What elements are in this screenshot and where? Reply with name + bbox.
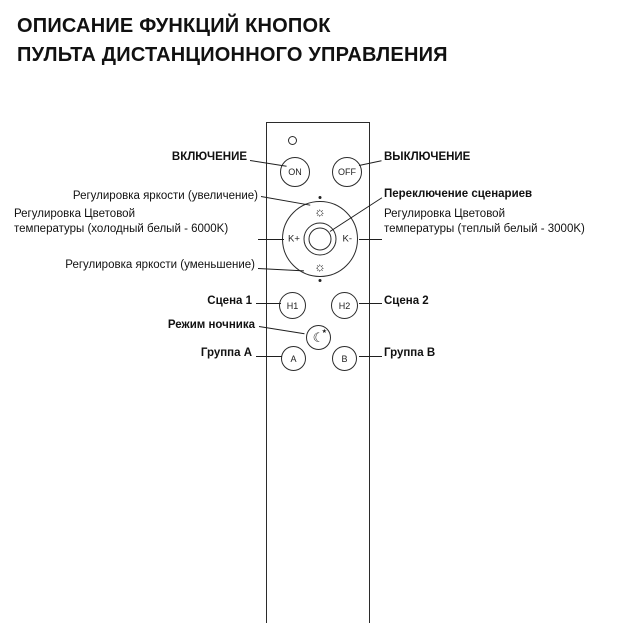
- label-cct-cold-line-1: Регулировка Цветовой: [14, 208, 135, 220]
- on-button-label: ON: [288, 167, 302, 177]
- pointer-line-scene-2: [359, 303, 382, 305]
- group-b-button-label: B: [341, 353, 348, 364]
- label-brightness-down: Регулировка яркости (уменьшение): [65, 259, 255, 271]
- h1-button-label: H1: [286, 300, 299, 311]
- off-button: OFF: [332, 157, 362, 187]
- label-cct-warm: Регулировка Цветовой температуры (теплый…: [384, 207, 585, 237]
- label-scene-switch: Переключение сценариев: [384, 188, 533, 200]
- label-brightness-up: Регулировка яркости (увеличение): [72, 190, 258, 202]
- group-b-button: B: [332, 346, 357, 371]
- label-cct-cold-line-2: температуры (холодный белый - 6000K): [14, 223, 229, 235]
- pointer-line-scene-1: [256, 303, 281, 305]
- control-wheel: ☼ K+ K- ☼: [282, 196, 358, 282]
- label-power-on: ВКЛЮЧЕНИЕ: [171, 151, 247, 163]
- wheel-bottom-dot: [318, 279, 322, 282]
- night-mode-star-icon: ★: [321, 329, 327, 335]
- led-indicator: [288, 136, 297, 145]
- pointer-line-group-a: [256, 356, 282, 358]
- h2-button: H2: [331, 292, 358, 319]
- label-power-off: ВЫКЛЮЧЕНИЕ: [384, 151, 471, 163]
- night-mode-button: ☾ ★: [306, 325, 331, 350]
- scene-center-button-inner: [308, 227, 332, 251]
- page-title: ОПИСАНИЕ ФУНКЦИЙ КНОПОК ПУЛЬТА ДИСТАНЦИО…: [17, 12, 448, 70]
- group-a-button: A: [281, 346, 306, 371]
- brightness-down-icon: ☼: [314, 259, 326, 274]
- group-a-button-label: A: [290, 353, 297, 364]
- pointer-line-cct-warm: [359, 239, 382, 241]
- on-button: ON: [280, 157, 310, 187]
- wheel-top-dot: [318, 196, 322, 199]
- off-button-label: OFF: [338, 167, 356, 177]
- label-cct-warm-line-1: Регулировка Цветовой: [384, 208, 505, 220]
- page-title-line-2: ПУЛЬТА ДИСТАНЦИОННОГО УПРАВЛЕНИЯ: [17, 44, 448, 66]
- scene-center-button: [303, 222, 337, 256]
- brightness-up-icon: ☼: [314, 204, 326, 219]
- pointer-line-cct-cold: [258, 239, 284, 241]
- h1-button: H1: [279, 292, 306, 319]
- label-group-b: Группа B: [384, 347, 436, 359]
- kplus-label: K+: [288, 233, 300, 245]
- h2-button-label: H2: [338, 300, 351, 311]
- label-night-mode: Режим ночника: [167, 319, 255, 331]
- page-title-line-1: ОПИСАНИЕ ФУНКЦИЙ КНОПОК: [17, 15, 331, 37]
- label-group-a: Группа A: [200, 347, 252, 359]
- label-cct-cold: Регулировка Цветовой температуры (холодн…: [14, 207, 228, 237]
- night-mode-moon-icon: ☾: [312, 330, 325, 345]
- kminus-label: K-: [342, 233, 353, 245]
- label-scene-1: Сцена 1: [207, 295, 252, 307]
- label-cct-warm-line-2: температуры (теплый белый - 3000K): [384, 223, 585, 235]
- label-scene-2: Сцена 2: [384, 295, 429, 307]
- pointer-line-group-b: [359, 356, 382, 358]
